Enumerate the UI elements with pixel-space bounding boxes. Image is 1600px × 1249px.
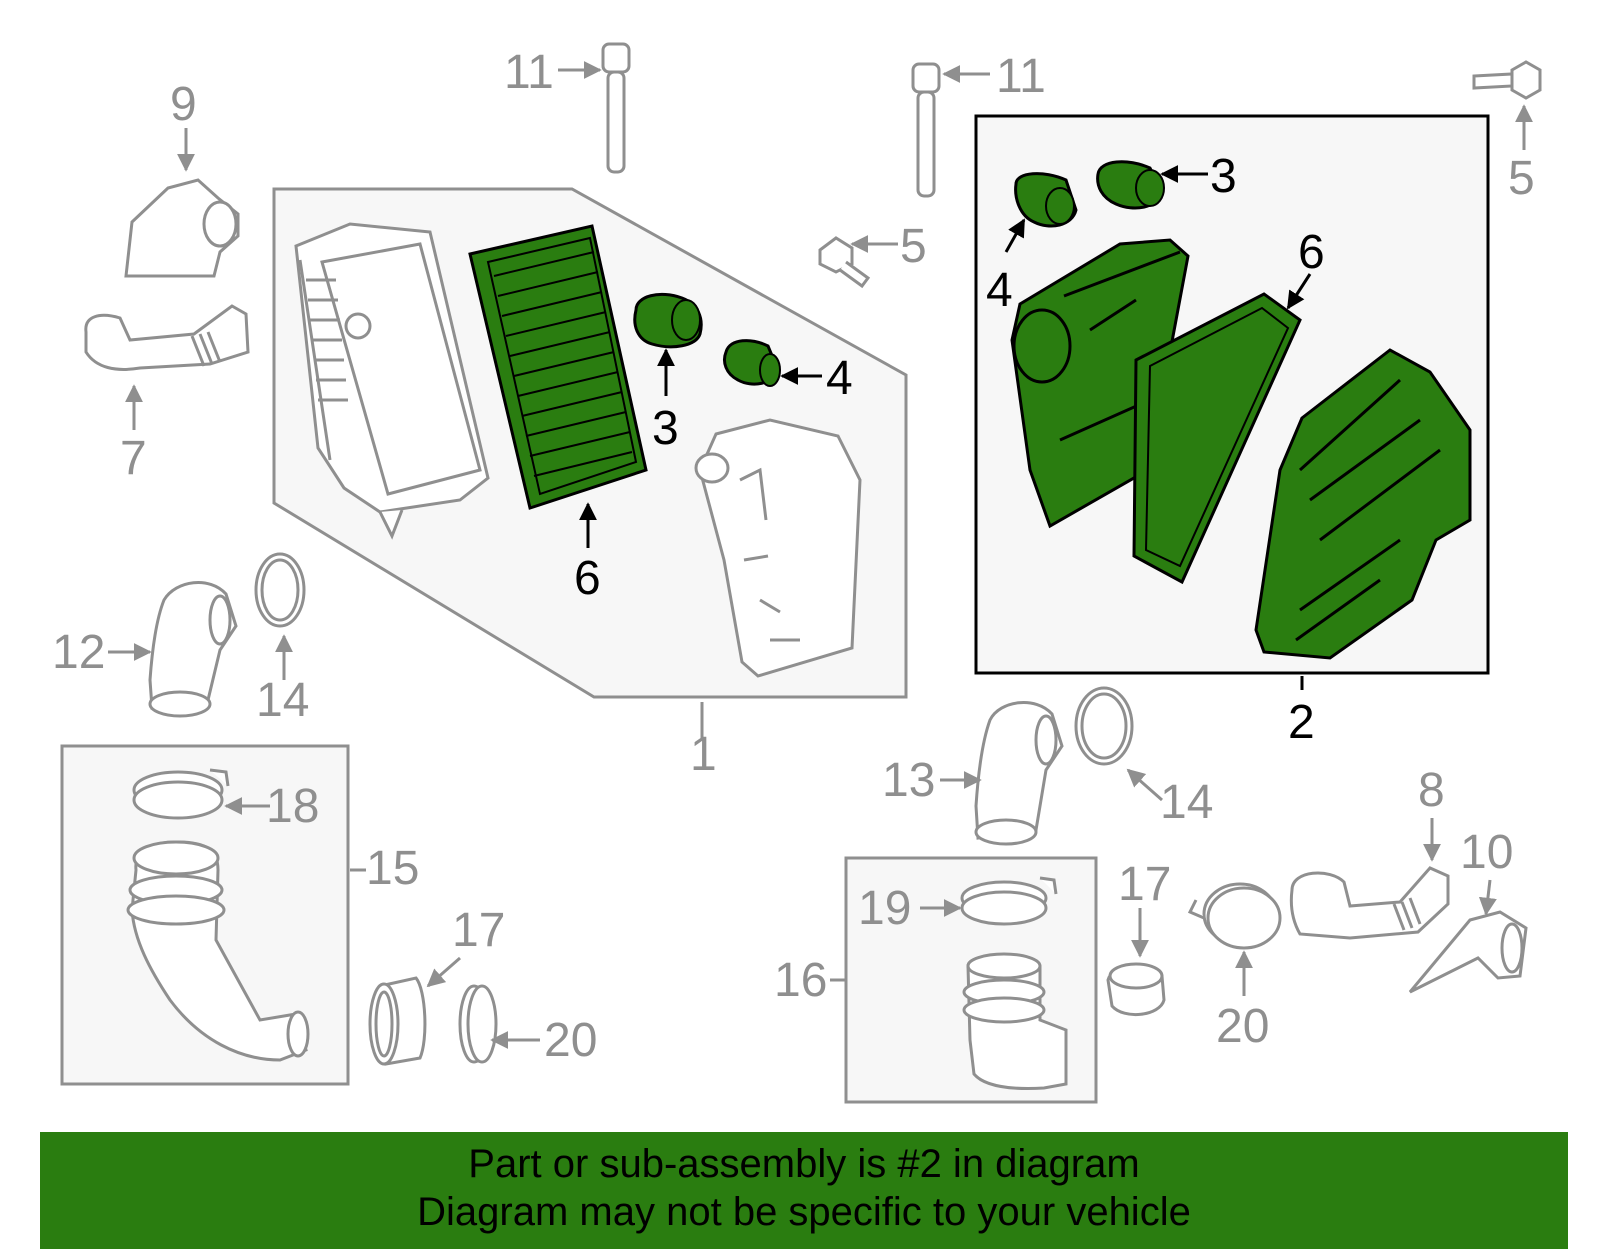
- callout-9: 9: [170, 78, 197, 131]
- callout-18: 18: [266, 780, 319, 833]
- panel-16: [844, 856, 1098, 1104]
- callout-17-left: 17: [452, 904, 505, 957]
- callout-3-right: 3: [1210, 150, 1237, 203]
- callout-17-right: 17: [1118, 858, 1171, 911]
- callout-6-left: 6: [574, 552, 601, 605]
- part-5-bolt-right: [1472, 60, 1542, 100]
- panel-15: [60, 744, 350, 1086]
- part-17-seal-right: [1106, 962, 1166, 1017]
- callout-labels: 11 11 9 5 5 7 12 14 1 13 14 8 10 18 15 1…: [52, 46, 1535, 1067]
- air-cleaner-lower-housing: [294, 222, 490, 540]
- part-11-pin-left: [601, 42, 631, 174]
- callout-10: 10: [1460, 826, 1513, 879]
- air-cleaner-upper-cover: [694, 418, 862, 678]
- callout-5-left: 5: [900, 220, 927, 273]
- part-20-clamp-right: [1187, 882, 1282, 950]
- callout-2: 2: [1288, 696, 1315, 749]
- part-20-clamp-left: [458, 984, 498, 1064]
- info-banner: Part or sub-assembly is #2 in diagram Di…: [40, 1132, 1568, 1249]
- callout-16: 16: [774, 954, 827, 1007]
- callout-11-left: 11: [504, 46, 554, 99]
- callout-4-left: 4: [826, 352, 853, 405]
- callout-20-left: 20: [544, 1014, 597, 1067]
- grommet-3-right: [1096, 160, 1165, 210]
- leader-lines-gray: [108, 61, 1533, 1049]
- banner-line-2: Diagram may not be specific to your vehi…: [417, 1190, 1191, 1234]
- air-filter-element-highlighted: [1132, 292, 1302, 585]
- callout-14-right: 14: [1160, 776, 1213, 829]
- callout-20-right: 20: [1216, 1000, 1269, 1053]
- part-17-seal-left: [368, 976, 427, 1066]
- callout-5-right: 5: [1508, 152, 1535, 205]
- part-13-elbow: [974, 701, 1064, 846]
- callout-3-left: 3: [652, 402, 679, 455]
- part-14-gasket-right: [1074, 686, 1134, 766]
- part-9-duct: [124, 178, 240, 278]
- callout-11-right: 11: [996, 50, 1046, 103]
- leader-lines-black: [579, 165, 1312, 690]
- part-14-gasket-left: [254, 552, 306, 628]
- assembly-2-panel: [974, 114, 1490, 675]
- callout-13: 13: [882, 754, 935, 807]
- part-19-clamp: [960, 876, 1058, 926]
- grommet-4-left: [723, 339, 781, 387]
- callout-7: 7: [120, 432, 147, 485]
- part-10-bracket: [1408, 910, 1528, 994]
- callout-4-right: 4: [986, 264, 1013, 317]
- callout-14-left: 14: [256, 674, 309, 727]
- air-cleaner-lower-housing-highlighted: [1254, 348, 1472, 660]
- part-18-clamp: [132, 768, 230, 820]
- callout-19: 19: [858, 882, 911, 935]
- part-5-bolt-left: [818, 236, 871, 289]
- grommet-4-right: [1014, 172, 1078, 228]
- callout-12: 12: [52, 626, 105, 679]
- part-16-intake-adapter: [962, 952, 1068, 1090]
- part-11-pin-right: [911, 62, 941, 198]
- part-7-hose: [84, 304, 250, 371]
- part-12-elbow: [148, 581, 238, 718]
- part-15-intake-tube: [126, 840, 310, 1062]
- banner-line-1: Part or sub-assembly is #2 in diagram: [468, 1142, 1140, 1186]
- callout-6-right: 6: [1298, 226, 1325, 279]
- air-filter-element: [468, 224, 648, 510]
- callout-15: 15: [366, 842, 419, 895]
- callout-8: 8: [1418, 764, 1445, 817]
- part-8-hose: [1289, 866, 1450, 940]
- assembly-1-panel: [272, 187, 908, 699]
- grommet-3-left: [633, 293, 703, 349]
- callout-1: 1: [690, 728, 717, 781]
